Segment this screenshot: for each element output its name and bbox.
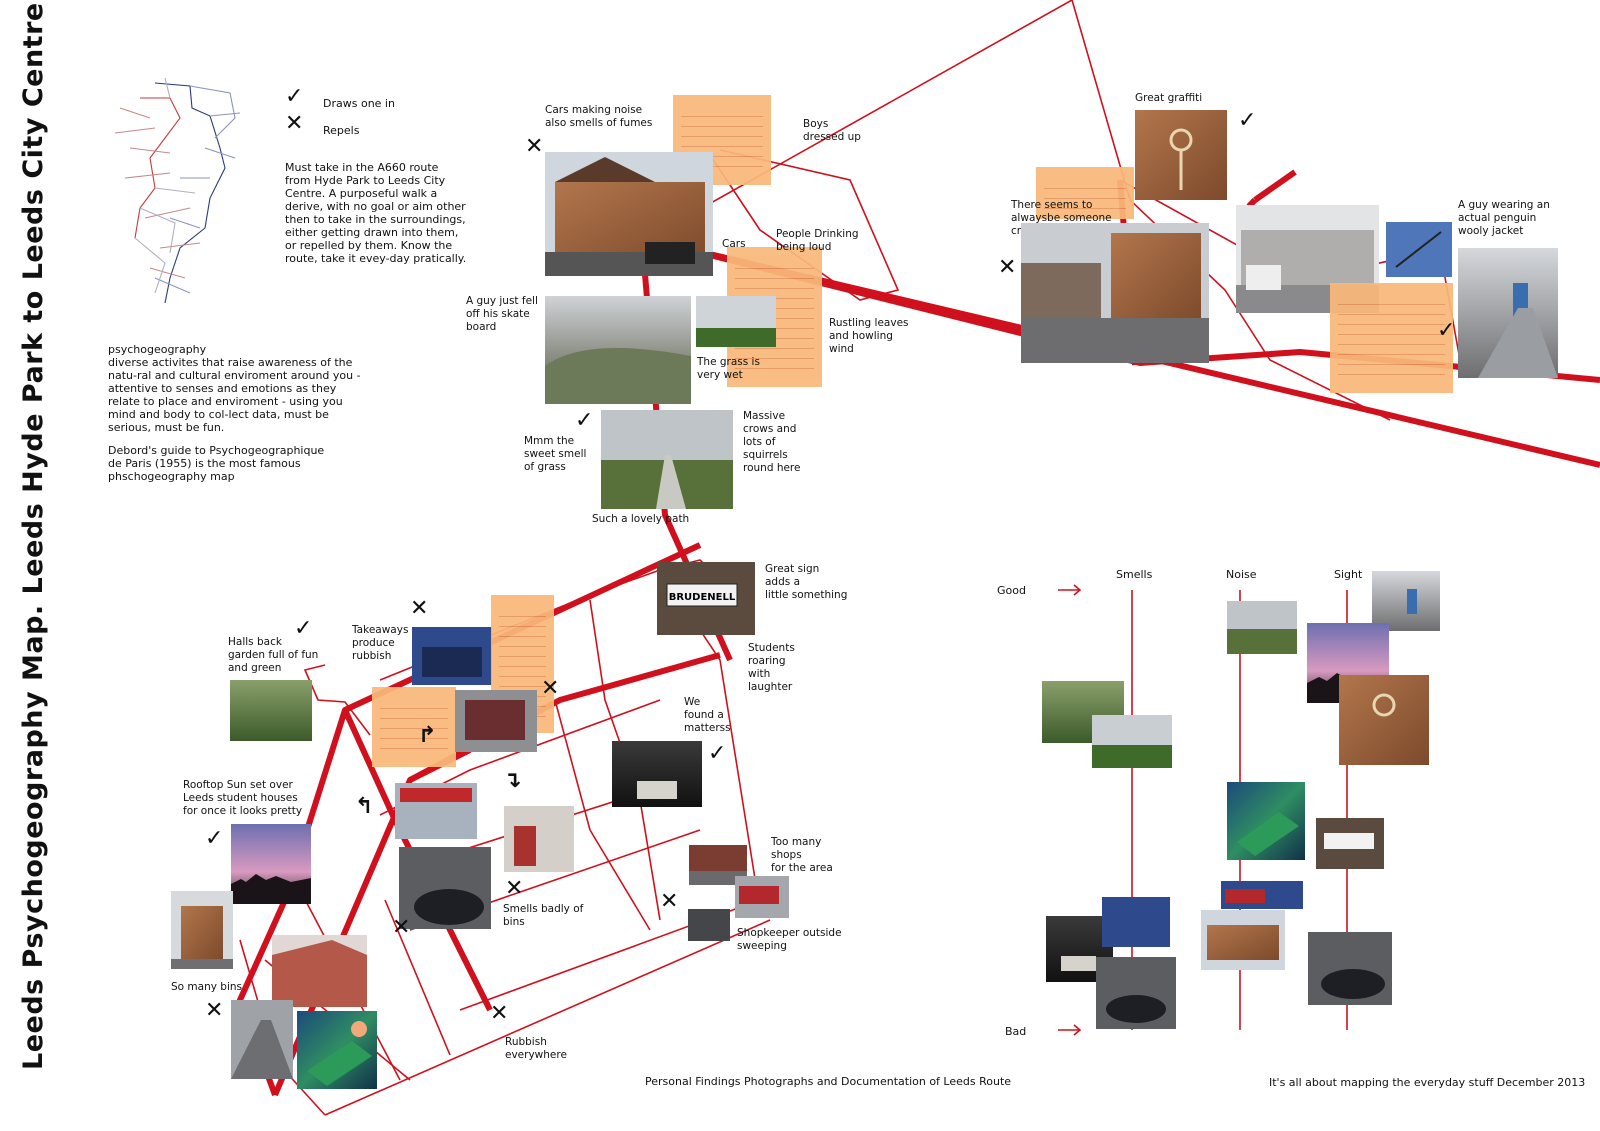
column-header: Smells xyxy=(1116,568,1153,581)
corner-building-photo xyxy=(171,891,233,969)
sketch-note xyxy=(1036,167,1134,219)
map-annotation: Mmm the sweet smell of grass xyxy=(524,435,587,473)
park-photo xyxy=(545,296,691,404)
shopfront-small-photo xyxy=(735,876,789,918)
graffiti-photo xyxy=(1135,110,1227,200)
street-sign-photo: BRUDENELL xyxy=(657,562,755,635)
cross-icon: ✕ xyxy=(525,134,544,159)
map-annotation: We found a matterss xyxy=(684,696,731,734)
crossing-photo xyxy=(1021,223,1209,363)
cross-icon: ✕ xyxy=(205,998,224,1023)
check-icon: ✓ xyxy=(285,84,304,109)
chart-photo-pub xyxy=(1201,910,1285,970)
turn-left-arrow-icon: ↰ xyxy=(355,794,374,819)
legend-draw-label: Draws one in xyxy=(323,97,395,110)
legend-repel-label: Repels xyxy=(323,124,360,137)
page-title: Leeds Psychogeography Map. Leeds Hyde Pa… xyxy=(18,0,49,1070)
sketch-note xyxy=(1330,283,1453,393)
trees-photo xyxy=(696,296,776,347)
map-annotation: Smells badly of bins xyxy=(503,903,584,928)
check-icon: ✓ xyxy=(708,741,727,766)
chart-photo-pool xyxy=(1227,782,1305,860)
check-icon: ✓ xyxy=(1437,318,1456,343)
map-annotation: Great graffiti xyxy=(1135,92,1203,104)
terrace-photo xyxy=(272,935,367,1007)
sky-photo xyxy=(1386,222,1452,277)
chart-photo-rubbish xyxy=(1308,932,1392,1005)
debord-note: Debord's guide to Psychogeographique de … xyxy=(108,444,325,483)
map-annotation: People Drinking being loud xyxy=(776,228,859,253)
penguin-jacket-photo xyxy=(1458,248,1558,378)
map-annotation: Cars making noise also smells of fumes xyxy=(545,104,653,129)
turn-down-arrow-icon: ↴ xyxy=(503,768,522,793)
map-annotation: Massive crows and lots of squirrels roun… xyxy=(743,410,801,474)
sketch-note xyxy=(372,687,456,767)
check-icon: ✓ xyxy=(205,826,224,851)
alley-photo xyxy=(231,1000,293,1079)
map-annotation: Too many shops for the area xyxy=(771,836,833,874)
footer-center: Personal Findings Photographs and Docume… xyxy=(645,1075,1012,1088)
garden-photo xyxy=(230,680,312,741)
cross-icon: ✕ xyxy=(505,876,524,901)
map-annotation: A guy just fell off his skate board xyxy=(466,295,538,333)
cross-icon: ✕ xyxy=(285,111,304,136)
map-annotation: The grass is very wet xyxy=(697,356,760,381)
definition-body: diverse activites that raise awareness o… xyxy=(108,356,361,434)
cross-icon: ✕ xyxy=(998,255,1017,280)
intro-text: Must take in the A660 route from Hyde Pa… xyxy=(285,161,467,265)
chart-photo-shopfront xyxy=(1221,881,1303,909)
cross-icon: ✕ xyxy=(392,915,411,940)
sunset-photo xyxy=(231,824,311,904)
check-icon: ✓ xyxy=(575,408,594,433)
column-header: Sight xyxy=(1334,568,1363,581)
map-annotation: Halls back garden full of fun and green xyxy=(228,636,319,674)
map-annotation: Rooftop Sun set over Leeds student house… xyxy=(183,779,303,817)
cross-icon: ✕ xyxy=(490,1001,509,1026)
rubbish-bags-photo xyxy=(399,847,491,929)
map-annotation: Such a lovely path xyxy=(592,513,690,525)
check-icon: ✓ xyxy=(294,616,313,641)
chart-photo-sign xyxy=(1316,818,1384,869)
map-annotation: Rustling leaves and howling wind xyxy=(829,317,909,355)
map-annotation: Takeaways produce rubbish xyxy=(352,624,409,662)
footer-right: It's all about mapping the everyday stuf… xyxy=(1269,1076,1586,1089)
pool-table-photo xyxy=(297,1011,377,1089)
chart-photo-penguin xyxy=(1372,571,1440,631)
turn-right-arrow-icon: ↱ xyxy=(418,723,437,748)
check-icon: ✓ xyxy=(1238,108,1257,133)
chart-photo-takeaway xyxy=(1102,897,1170,947)
takeaway-photo xyxy=(412,627,492,685)
pub-photo xyxy=(545,152,713,276)
bins-interior-photo xyxy=(504,806,574,872)
sweeping-photo xyxy=(688,909,730,941)
svg-text:BRUDENELL: BRUDENELL xyxy=(669,592,736,603)
map-annotation: Students roaring with laughter xyxy=(748,642,795,693)
cross-icon: ✕ xyxy=(660,889,679,914)
definition-heading: psychogeography xyxy=(108,343,207,356)
chart-photo-trees xyxy=(1092,715,1172,768)
chart-photo-bins xyxy=(1096,957,1176,1029)
chart-photo-graffiti xyxy=(1339,675,1429,765)
shopfront-photo xyxy=(455,690,537,752)
map-annotation: Shopkeeper outside sweeping xyxy=(737,927,842,952)
chart-photo-path xyxy=(1227,601,1297,654)
shop-sign-photo xyxy=(395,783,477,839)
map-annotation: Great sign adds a little something xyxy=(765,563,848,601)
route-mini-map xyxy=(114,78,241,304)
map-annotation: Cars xyxy=(722,238,746,250)
good-label: Good xyxy=(997,584,1026,597)
cross-icon: ✕ xyxy=(541,676,560,701)
column-header: Noise xyxy=(1226,568,1257,581)
map-annotation: So many bins xyxy=(171,981,243,993)
mattress-photo xyxy=(612,741,702,807)
map-annotation: A guy wearing an actual penguin wooly ja… xyxy=(1458,199,1550,237)
bad-label: Bad xyxy=(1005,1025,1027,1038)
map-annotation: Boys dressed up xyxy=(803,118,861,143)
cross-icon: ✕ xyxy=(410,596,429,621)
path-photo xyxy=(601,410,733,509)
map-annotation: Rubbish everywhere xyxy=(505,1036,567,1061)
